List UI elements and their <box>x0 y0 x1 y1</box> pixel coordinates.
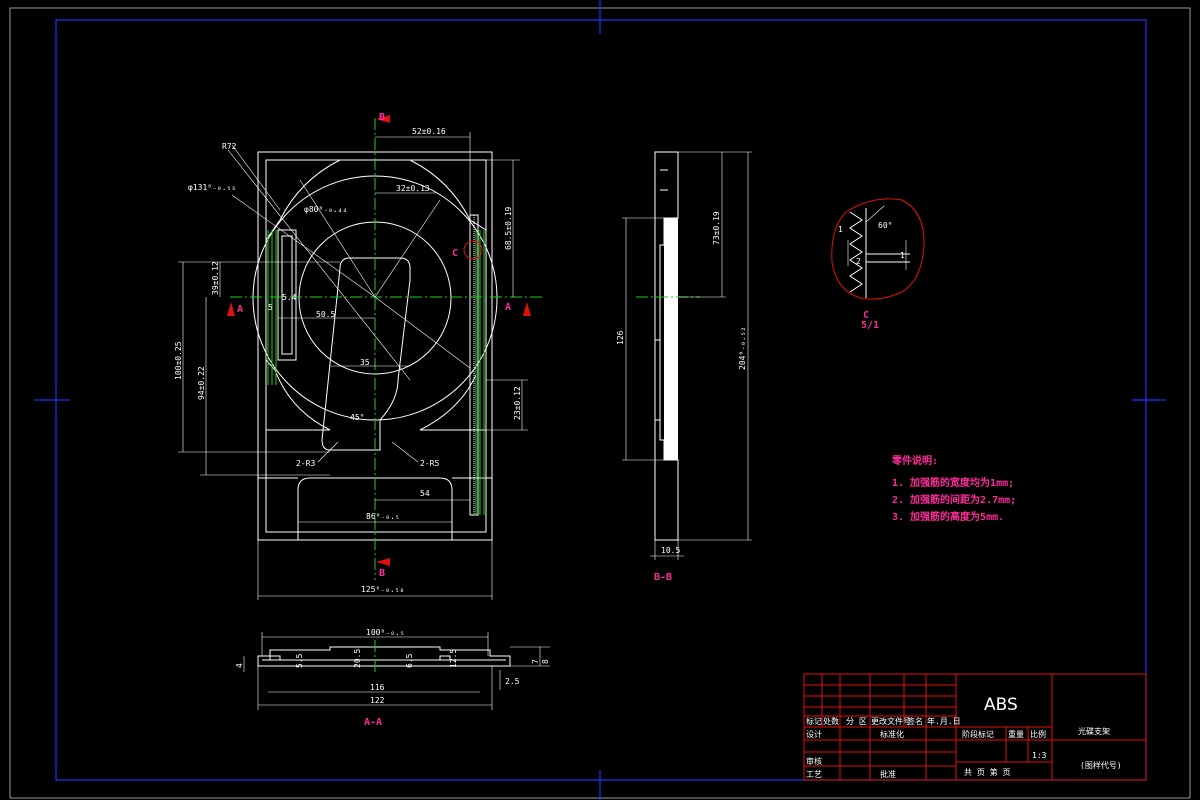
section-a-right: A <box>505 302 511 313</box>
dim-bottom-116: 116 <box>370 683 385 692</box>
dim-68: 68.5±0.19 <box>504 206 513 250</box>
tb-process: 工艺 <box>806 770 822 779</box>
notes-title: 零件说明: <box>891 454 938 467</box>
dim-35: 35 <box>360 358 370 367</box>
dim-86: 86⁰₋₀.₅ <box>366 512 400 521</box>
tb-weight: 重量 <box>1008 729 1024 739</box>
tb-sheets: 共 页 第 页 <box>964 767 1010 777</box>
section-b-bottom: B <box>379 568 385 579</box>
note-2: 2. 加强筋的间距为2.7mm; <box>892 493 1016 506</box>
dim-bottom-2-5: 2.5 <box>505 677 520 686</box>
dim-r72: R72 <box>222 142 237 151</box>
tb-review: 审核 <box>806 756 822 766</box>
dim-bottom-6-5: 6.5 <box>405 653 414 668</box>
note-3: 3. 加强筋的高度为5mm. <box>892 510 1004 523</box>
tb-scale-label: 比例 <box>1030 729 1046 739</box>
tb-header-mark: 标记 <box>806 716 822 726</box>
dim-50: 50.5 <box>316 310 335 319</box>
tb-part-name: 光碟支架 <box>1078 726 1110 736</box>
dim-bottom-5-5: 5.5 <box>295 653 304 668</box>
front-view <box>178 115 545 600</box>
tb-design: 设计 <box>806 729 822 739</box>
dim-10: 10.5 <box>661 546 680 555</box>
title-block: 标记 处数 分 区 更改文件号 签名 年.月.日 设计 标准化 审核 工艺 批准… <box>803 673 1147 781</box>
side-view: B-B 73±0.19 126 204⁰₋₀.₅₂ 10.5 <box>616 151 752 583</box>
tb-header-date: 年.月.日 <box>927 716 961 726</box>
dim-bottom-20: 20.5 <box>353 649 362 668</box>
dim-bottom-7: 7 <box>531 659 540 664</box>
dim-bottom-8: 8 <box>541 659 550 664</box>
dim-d80: φ80⁰₋₀.₄₄ <box>304 205 347 214</box>
detail-scale: 5/1 <box>861 320 879 331</box>
dim-52: 52±0.16 <box>412 127 446 136</box>
tb-material: ABS <box>984 695 1018 715</box>
dim-100: 100±0.25 <box>174 341 183 380</box>
detail-c-marker: C <box>452 248 458 259</box>
tb-scale-value: 1:3 <box>1032 751 1047 760</box>
detail-c-view: 60° 1 2 1 C 5/1 <box>831 198 925 331</box>
dim-bottom-122: 122 <box>370 696 385 705</box>
bottom-view-label: A-A <box>364 717 382 728</box>
drawing-frame <box>9 0 1191 800</box>
detail-dim-1: 1 <box>838 225 843 234</box>
dim-32: 32±0.13 <box>396 184 430 193</box>
dim-39: 39±0.12 <box>211 261 220 295</box>
tb-approve: 批准 <box>880 769 896 779</box>
tb-drawing-no: (图样代号) <box>1080 760 1122 770</box>
part-notes: 零件说明: 1. 加强筋的宽度均为1mm; 2. 加强筋的间距为2.7mm; 3… <box>891 454 1016 523</box>
dim-5-4: 5.4 <box>282 293 297 302</box>
section-b-top: B <box>379 112 385 123</box>
tb-header-sign: 签名 <box>907 716 923 726</box>
tb-header-change-doc: 更改文件号 <box>871 716 911 726</box>
dim-r5: 2-R5 <box>420 459 439 468</box>
front-view-labels: A A B B C φ131⁰₋₀.₅₆ φ80⁰₋₀.₄₄ R72 52±0.… <box>174 112 522 594</box>
dim-125: 125⁰₋₀.₅₈ <box>361 585 404 594</box>
dim-bottom-4: 4 <box>235 663 244 668</box>
dim-bottom-12: 12.5 <box>449 649 458 668</box>
tb-stage-mark: 阶段标记 <box>962 729 994 739</box>
detail-label: C <box>863 310 869 321</box>
dim-5: 5 <box>268 303 273 312</box>
dim-204: 204⁰₋₀.₅₂ <box>738 327 747 370</box>
dim-126: 126 <box>616 330 625 345</box>
dim-bottom-100: 100⁰₋₀.₅ <box>366 628 405 637</box>
dim-94: 94±0.22 <box>197 366 206 400</box>
tb-header-count: 处数 <box>823 716 839 726</box>
tb-standardize: 标准化 <box>880 729 904 739</box>
dim-r3: 2-R3 <box>296 459 315 468</box>
tb-header-zone: 分 区 <box>846 717 867 726</box>
dim-54: 54 <box>420 489 430 498</box>
dim-73: 73±0.19 <box>712 211 721 245</box>
detail-angle: 60° <box>878 221 892 230</box>
note-1: 1. 加强筋的宽度均为1mm; <box>892 476 1014 489</box>
dim-angle: 45° <box>350 413 364 422</box>
detail-dim-3: 1 <box>900 251 905 260</box>
dim-23: 23±0.12 <box>513 386 522 420</box>
bottom-view: A-A 100⁰₋₀.₅ 116 122 2.5 4 5.5 20.5 6.5 … <box>235 628 550 728</box>
detail-dim-2: 2 <box>856 257 861 266</box>
dim-d131: φ131⁰₋₀.₅₆ <box>188 183 236 192</box>
side-view-label: B-B <box>654 572 672 583</box>
section-a-left: A <box>237 304 243 315</box>
